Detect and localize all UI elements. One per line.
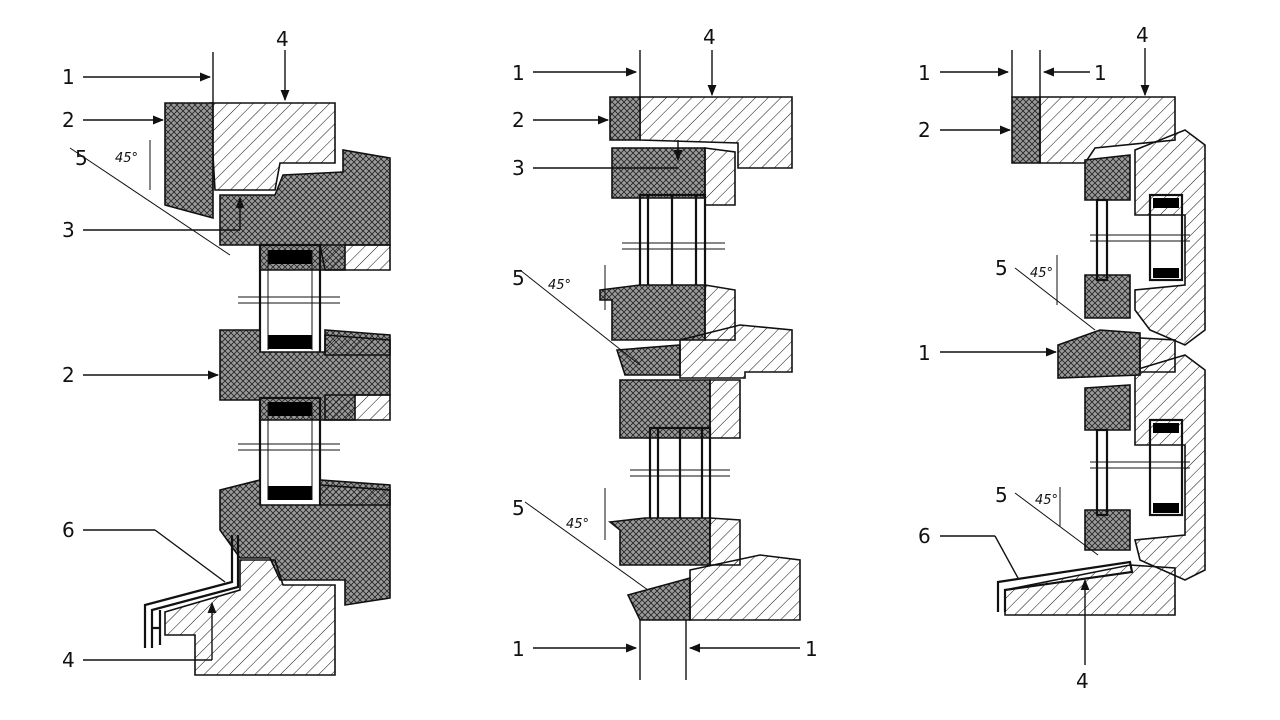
right-inner-sash-upper-bottom	[1084, 274, 1131, 319]
right-label-4-top: 4	[1136, 23, 1149, 47]
left-label-3: 3	[62, 218, 75, 242]
left-label-4-top: 4	[276, 27, 289, 51]
left-head-strip	[164, 102, 214, 220]
left-transom-hatch	[324, 334, 391, 356]
left-label-5: 5	[75, 146, 88, 170]
right-label-6: 6	[918, 524, 931, 548]
right-sill	[1004, 564, 1176, 616]
mid-upper-glazing	[622, 193, 725, 297]
left-sash-top-hatch	[319, 244, 391, 271]
right-label-1-top-left: 1	[918, 61, 931, 85]
left-transom-hatch-low	[324, 394, 391, 421]
mid-lower-glazing	[630, 426, 730, 527]
right-lower-glazing	[1090, 418, 1190, 517]
mid-lower-sash-bottom	[607, 517, 711, 566]
mid-label-3: 3	[512, 156, 525, 180]
right-upper-glazing	[1090, 193, 1190, 282]
left-bottom-hatch	[319, 484, 391, 506]
right-label-4-bottom: 4	[1076, 669, 1089, 693]
right-angle-label-lower: 45°	[1035, 493, 1058, 508]
section-right: 45° 45° 1 1 4 2 5 1 5 6 4	[918, 23, 1206, 693]
right-label-5-upper: 5	[995, 256, 1008, 280]
right-outer-sash-lower	[1133, 354, 1206, 581]
left-label-1: 1	[62, 65, 75, 89]
mid-head-strip	[609, 96, 641, 141]
mid-angle-label-lower: 45°	[566, 517, 589, 532]
right-inner-sash-lower-top	[1084, 384, 1131, 431]
section-left: 45° 1 4 2 5 3 2 6 4	[62, 27, 391, 676]
right-drip-profile	[996, 560, 1134, 612]
mid-upper-sash-top	[611, 147, 706, 199]
left-label-2-top: 2	[62, 108, 75, 132]
right-label-2: 2	[918, 118, 931, 142]
mid-label-1-bottom-right: 1	[805, 637, 818, 661]
mid-lower-sash-top	[619, 379, 711, 439]
section-middle: 45° 45° 1 4 2 3 5 5 1 1	[512, 25, 818, 680]
left-angle-label: 45°	[115, 151, 138, 166]
right-label-1-mid: 1	[918, 341, 931, 365]
left-label-4-bottom: 4	[62, 648, 75, 672]
mid-lower-sash-bottom-hatch	[709, 517, 741, 566]
mid-label-4: 4	[703, 25, 716, 49]
mid-label-2: 2	[512, 108, 525, 132]
right-label-1-top-right: 1	[1094, 61, 1107, 85]
right-transom-profile	[1057, 329, 1141, 379]
left-label-6: 6	[62, 518, 75, 542]
left-bottom-rail	[219, 478, 391, 606]
right-label-5-lower: 5	[995, 483, 1008, 507]
mid-label-5-lower: 5	[512, 496, 525, 520]
mid-label-1-top: 1	[512, 61, 525, 85]
mid-sill	[689, 554, 801, 621]
mid-label-1-bottom-left: 1	[512, 637, 525, 661]
mid-label-5-upper: 5	[512, 266, 525, 290]
mid-transom	[615, 344, 681, 376]
right-inner-sash-upper-top	[1084, 154, 1131, 201]
right-head-strip	[1011, 96, 1041, 164]
left-head-frame	[209, 102, 336, 191]
mid-upper-sash-top-hatch	[704, 147, 736, 206]
mid-transom-hatch	[679, 324, 793, 379]
left-upper-glazing	[238, 243, 340, 357]
left-label-2-mid: 2	[62, 363, 75, 387]
right-head-frame	[1039, 96, 1176, 164]
left-sill	[164, 559, 336, 676]
mid-lower-sash-top-hatch	[709, 379, 741, 439]
right-inner-sash-lower-bottom	[1084, 509, 1131, 551]
mid-upper-sash-bottom	[599, 284, 706, 341]
mid-sill-front	[626, 576, 691, 621]
left-drip-profile	[143, 535, 240, 648]
right-angle-label-upper: 45°	[1030, 266, 1053, 281]
right-outer-sash-upper	[1134, 129, 1206, 346]
mid-angle-label-upper: 45°	[548, 278, 571, 293]
left-lower-glazing	[238, 396, 340, 508]
right-transom-hatch	[1139, 337, 1176, 373]
